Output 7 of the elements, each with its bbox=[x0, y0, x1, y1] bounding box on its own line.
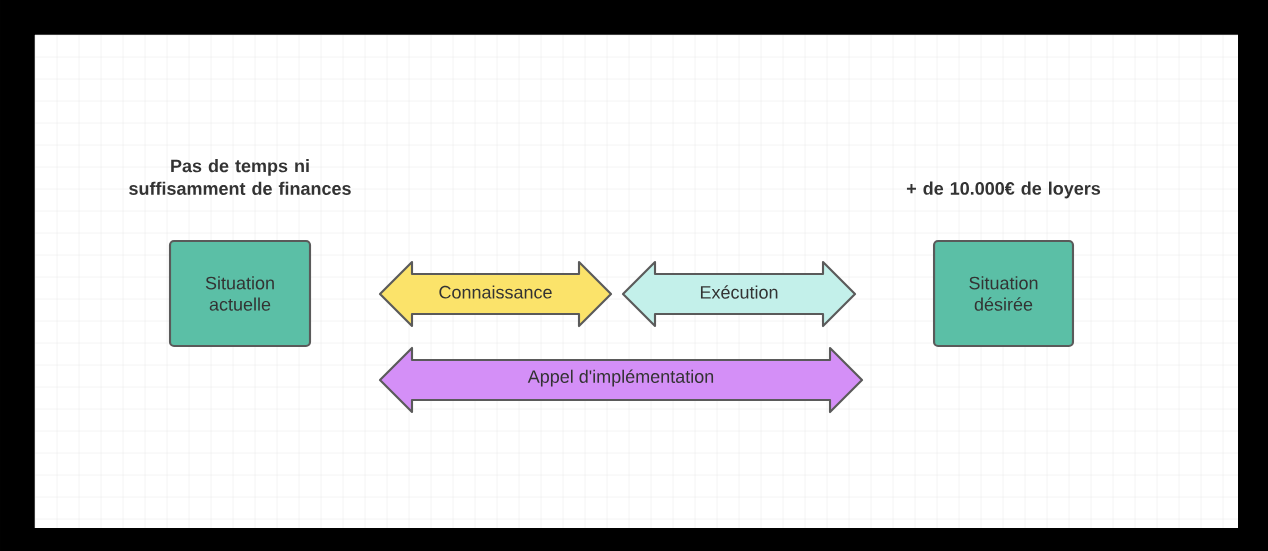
double-headed-banner: Appel d'implémentation bbox=[378, 346, 864, 414]
heading: Pas de temps ni suffisamment de finances bbox=[129, 159, 351, 195]
double-headed-banner: Connaissance bbox=[378, 260, 613, 328]
process-box: Situation actuelle bbox=[168, 239, 312, 348]
process-box: Situation désirée bbox=[932, 239, 1075, 348]
heading: + de 10.000€ de loyers bbox=[906, 181, 1101, 199]
double-headed-banner: Exécution bbox=[621, 260, 857, 328]
